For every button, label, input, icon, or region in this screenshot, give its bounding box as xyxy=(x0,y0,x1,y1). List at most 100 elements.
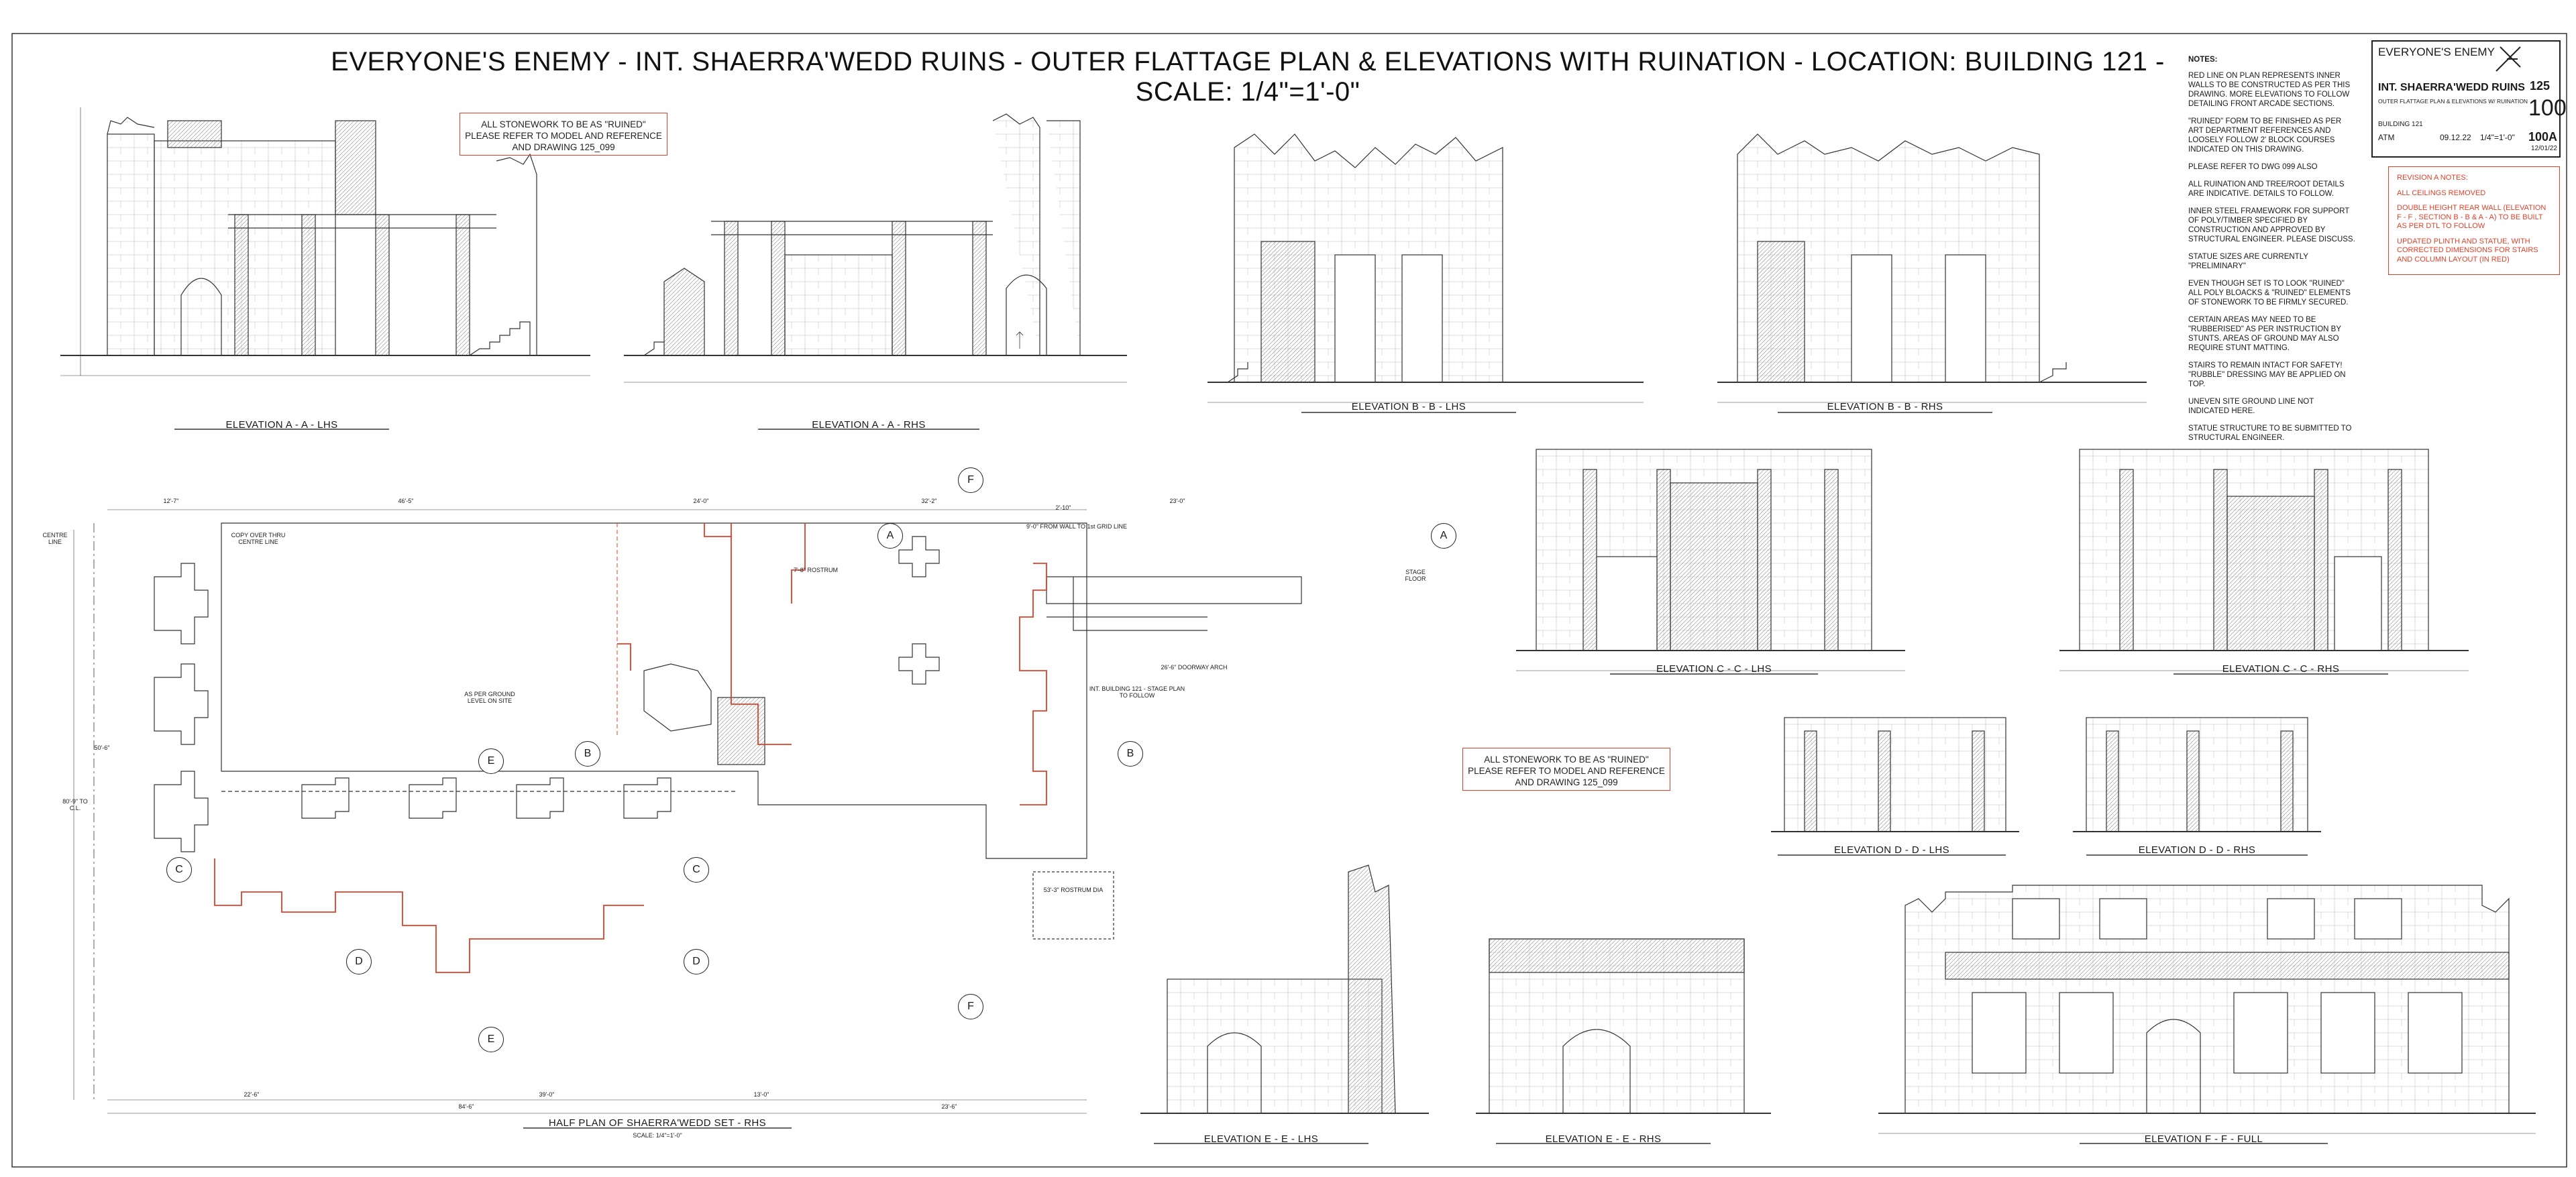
location: BUILDING 121 xyxy=(2378,121,2423,128)
callout-line: AND DRAWING 125_099 xyxy=(512,142,615,152)
revision-item: DOUBLE HEIGHT REAR WALL (ELEVATION F - F… xyxy=(2397,204,2546,230)
grid-marker-a: A xyxy=(1431,523,1456,549)
elevation-bb-lhs-drawing xyxy=(1208,133,1644,403)
plan-dim: 80'-9" TO C.L. xyxy=(62,798,88,811)
plan-dim: 84'-6" xyxy=(458,1103,474,1110)
note-item: RED LINE ON PLAN REPRESENTS INNER WALLS … xyxy=(2188,72,2351,108)
sheet-title: EVERYONE'S ENEMY - INT. SHAERRA'WEDD RUI… xyxy=(331,47,2165,107)
elevation-ee-drawing xyxy=(1140,864,1771,1114)
grid-marker-c: C xyxy=(166,857,192,883)
elevation-aa-lhs-drawing xyxy=(60,107,590,376)
grid-marker-a: A xyxy=(877,523,903,549)
note-item: INNER STEEL FRAMEWORK FOR SUPPORT OF POL… xyxy=(2188,207,2355,243)
plan-rostrum-dia-label: 53'-3" ROSTRUM DIA xyxy=(1043,887,1104,893)
callout-line: ALL STONEWORK TO BE AS "RUINED" xyxy=(1484,754,1649,765)
plan-stage-plan-label: INT. BUILDING 121 - STAGE PLAN TO FOLLOW xyxy=(1089,685,1185,699)
sheet-border xyxy=(11,33,2567,1168)
caption-elevation-bb-lhs: ELEVATION B - B - LHS xyxy=(1351,401,1466,412)
elevation-cc-lhs-drawing xyxy=(1516,449,1905,671)
caption-elevation-ee-rhs: ELEVATION E - E - RHS xyxy=(1545,1133,1662,1145)
plan-grid-line-label: 9'-0" FROM WALL TO 1st GRID LINE xyxy=(1026,523,1127,530)
drawing-number: 100 xyxy=(2528,95,2567,121)
revision-notes: REVISION A NOTES: ALL CEILINGS REMOVED D… xyxy=(2388,166,2560,275)
caption-elevation-ff: ELEVATION F - F - FULL xyxy=(2144,1133,2263,1145)
general-notes: NOTES: RED LINE ON PLAN REPRESENTS INNER… xyxy=(2188,55,2356,451)
revision-date: 12/01/22 xyxy=(2531,145,2557,152)
revision-item: ALL CEILINGS REMOVED xyxy=(2397,188,2486,197)
logo-icon xyxy=(2496,46,2521,72)
stonework-callout: ALL STONEWORK TO BE AS "RUINED" PLEASE R… xyxy=(460,113,667,156)
plan-dim: 23'-0" xyxy=(1169,498,1185,504)
plan-red-walls xyxy=(214,523,1047,973)
revision-number: 100A xyxy=(2528,130,2558,144)
plan-dim: 24'-0" xyxy=(693,498,709,504)
grid-marker-e: E xyxy=(478,1027,504,1052)
caption-elevation-bb-rhs: ELEVATION B - B - RHS xyxy=(1827,401,1943,412)
drawing-scale: 1/4"=1'-0" xyxy=(2480,133,2515,142)
caption-elevation-dd-lhs: ELEVATION D - D - LHS xyxy=(1833,844,1950,856)
note-item: "RUINED" FORM TO BE FINISHED AS PER ART … xyxy=(2188,117,2342,154)
caption-elevation-ee-lhs: ELEVATION E - E - LHS xyxy=(1203,1133,1319,1145)
caption-elevation-dd-rhs: ELEVATION D - D - RHS xyxy=(2138,844,2256,856)
half-plan-drawing xyxy=(73,509,1302,1114)
note-item: UNEVEN SITE GROUND LINE NOT INDICATED HE… xyxy=(2188,398,2314,415)
project-name: EVERYONE'S ENEMY xyxy=(2378,46,2495,58)
caption-elevation-cc-lhs: ELEVATION C - C - LHS xyxy=(1656,663,1772,675)
caption-elevation-cc-rhs: ELEVATION C - C - RHS xyxy=(2222,663,2340,675)
note-item: ALL RUINATION AND TREE/ROOT DETAILS ARE … xyxy=(2188,180,2345,198)
plan-dim: 2'-10" xyxy=(1055,504,1071,511)
stonework-callout: ALL STONEWORK TO BE AS "RUINED" PLEASE R… xyxy=(1462,748,1670,791)
grid-marker-f: F xyxy=(958,467,983,493)
caption-plan-scale: SCALE: 1/4"=1'-0" xyxy=(633,1132,682,1139)
elevation-aa-rhs-drawing xyxy=(624,113,1127,383)
caption-elevation-aa-rhs: ELEVATION A - A - RHS xyxy=(812,419,926,431)
plan-centre-line-label: CENTRE LINE xyxy=(42,532,68,545)
grid-marker-d: D xyxy=(346,949,372,974)
plan-dim: 46'-5" xyxy=(398,498,414,504)
plan-stage-floor-label: STAGE FLOOR xyxy=(1405,569,1426,582)
grid-marker-f: F xyxy=(958,994,983,1019)
plan-dim: 32'-2" xyxy=(921,498,937,504)
grid-marker-d: D xyxy=(684,949,709,974)
set-name: INT. SHAERRA'WEDD RUINS xyxy=(2378,82,2525,93)
drawing-date: 09.12.22 xyxy=(2440,133,2471,142)
callout-line: PLEASE REFER TO MODEL AND REFERENCE xyxy=(1468,766,1665,776)
plan-dim: 22'-6" xyxy=(244,1091,260,1098)
caption-elevation-aa-lhs: ELEVATION A - A - LHS xyxy=(225,419,338,431)
elevation-dd-drawing xyxy=(1771,717,2321,832)
set-number: 125 xyxy=(2530,79,2551,93)
elevation-ff-drawing xyxy=(1878,885,2536,1134)
revision-heading: REVISION A NOTES: xyxy=(2397,174,2468,182)
revision-item: UPDATED PLINTH AND STATUE, WITH CORRECTE… xyxy=(2397,237,2538,264)
callout-line: AND DRAWING 125_099 xyxy=(1515,777,1618,787)
grid-marker-b: B xyxy=(1118,741,1143,767)
callout-line: PLEASE REFER TO MODEL AND REFERENCE xyxy=(465,131,662,141)
caption-underlines xyxy=(174,412,2388,1144)
plan-dim: 39'-0" xyxy=(539,1091,555,1098)
callout-line: ALL STONEWORK TO BE AS "RUINED" xyxy=(481,119,646,129)
notes-heading: NOTES: xyxy=(2188,56,2218,64)
plan-dim: 50'-6" xyxy=(94,744,110,751)
title-block: EVERYONE'S ENEMY INT. SHAERRA'WEDD RUINS… xyxy=(2371,40,2567,158)
drawing-description: OUTER FLATTAGE PLAN & ELEVATIONS W/ RUIN… xyxy=(2378,98,2528,105)
plan-dim: 12'-7" xyxy=(163,498,179,504)
plan-ground-level-label: AS PER GROUND LEVEL ON SITE xyxy=(464,691,515,704)
note-item: STAIRS TO REMAIN INTACT FOR SAFETY! "RUB… xyxy=(2188,361,2346,388)
elevation-bb-rhs-drawing xyxy=(1717,133,2147,403)
note-item: STATUE SIZES ARE CURRENTLY "PRELIMINARY" xyxy=(2188,253,2308,270)
plan-doorway-arch-label: 26'-6" DOORWAY ARCH xyxy=(1161,664,1228,671)
plan-dim: 13'-0" xyxy=(753,1091,769,1098)
plan-copy-over-label: COPY OVER THRU CENTRE LINE xyxy=(231,532,286,545)
note-item: EVEN THOUGH SET IS TO LOOK "RUINED" ALL … xyxy=(2188,280,2351,306)
note-item: CERTAIN AREAS MAY NEED TO BE "RUBBERISED… xyxy=(2188,316,2341,352)
drawn-by: ATM xyxy=(2378,133,2395,142)
caption-plan: HALF PLAN OF SHAERRA'WEDD SET - RHS xyxy=(548,1117,767,1129)
plan-dim: 23'-6" xyxy=(941,1103,957,1110)
note-item: STATUE STRUCTURE TO BE SUBMITTED TO STRU… xyxy=(2188,425,2352,442)
grid-marker-c: C xyxy=(684,857,709,883)
note-item: PLEASE REFER TO DWG 099 ALSO xyxy=(2188,163,2318,171)
grid-marker-e: E xyxy=(478,748,504,774)
plan-rostrum-label: 7'-8" ROSTRUM xyxy=(794,567,838,573)
elevation-cc-rhs-drawing xyxy=(2059,449,2469,671)
